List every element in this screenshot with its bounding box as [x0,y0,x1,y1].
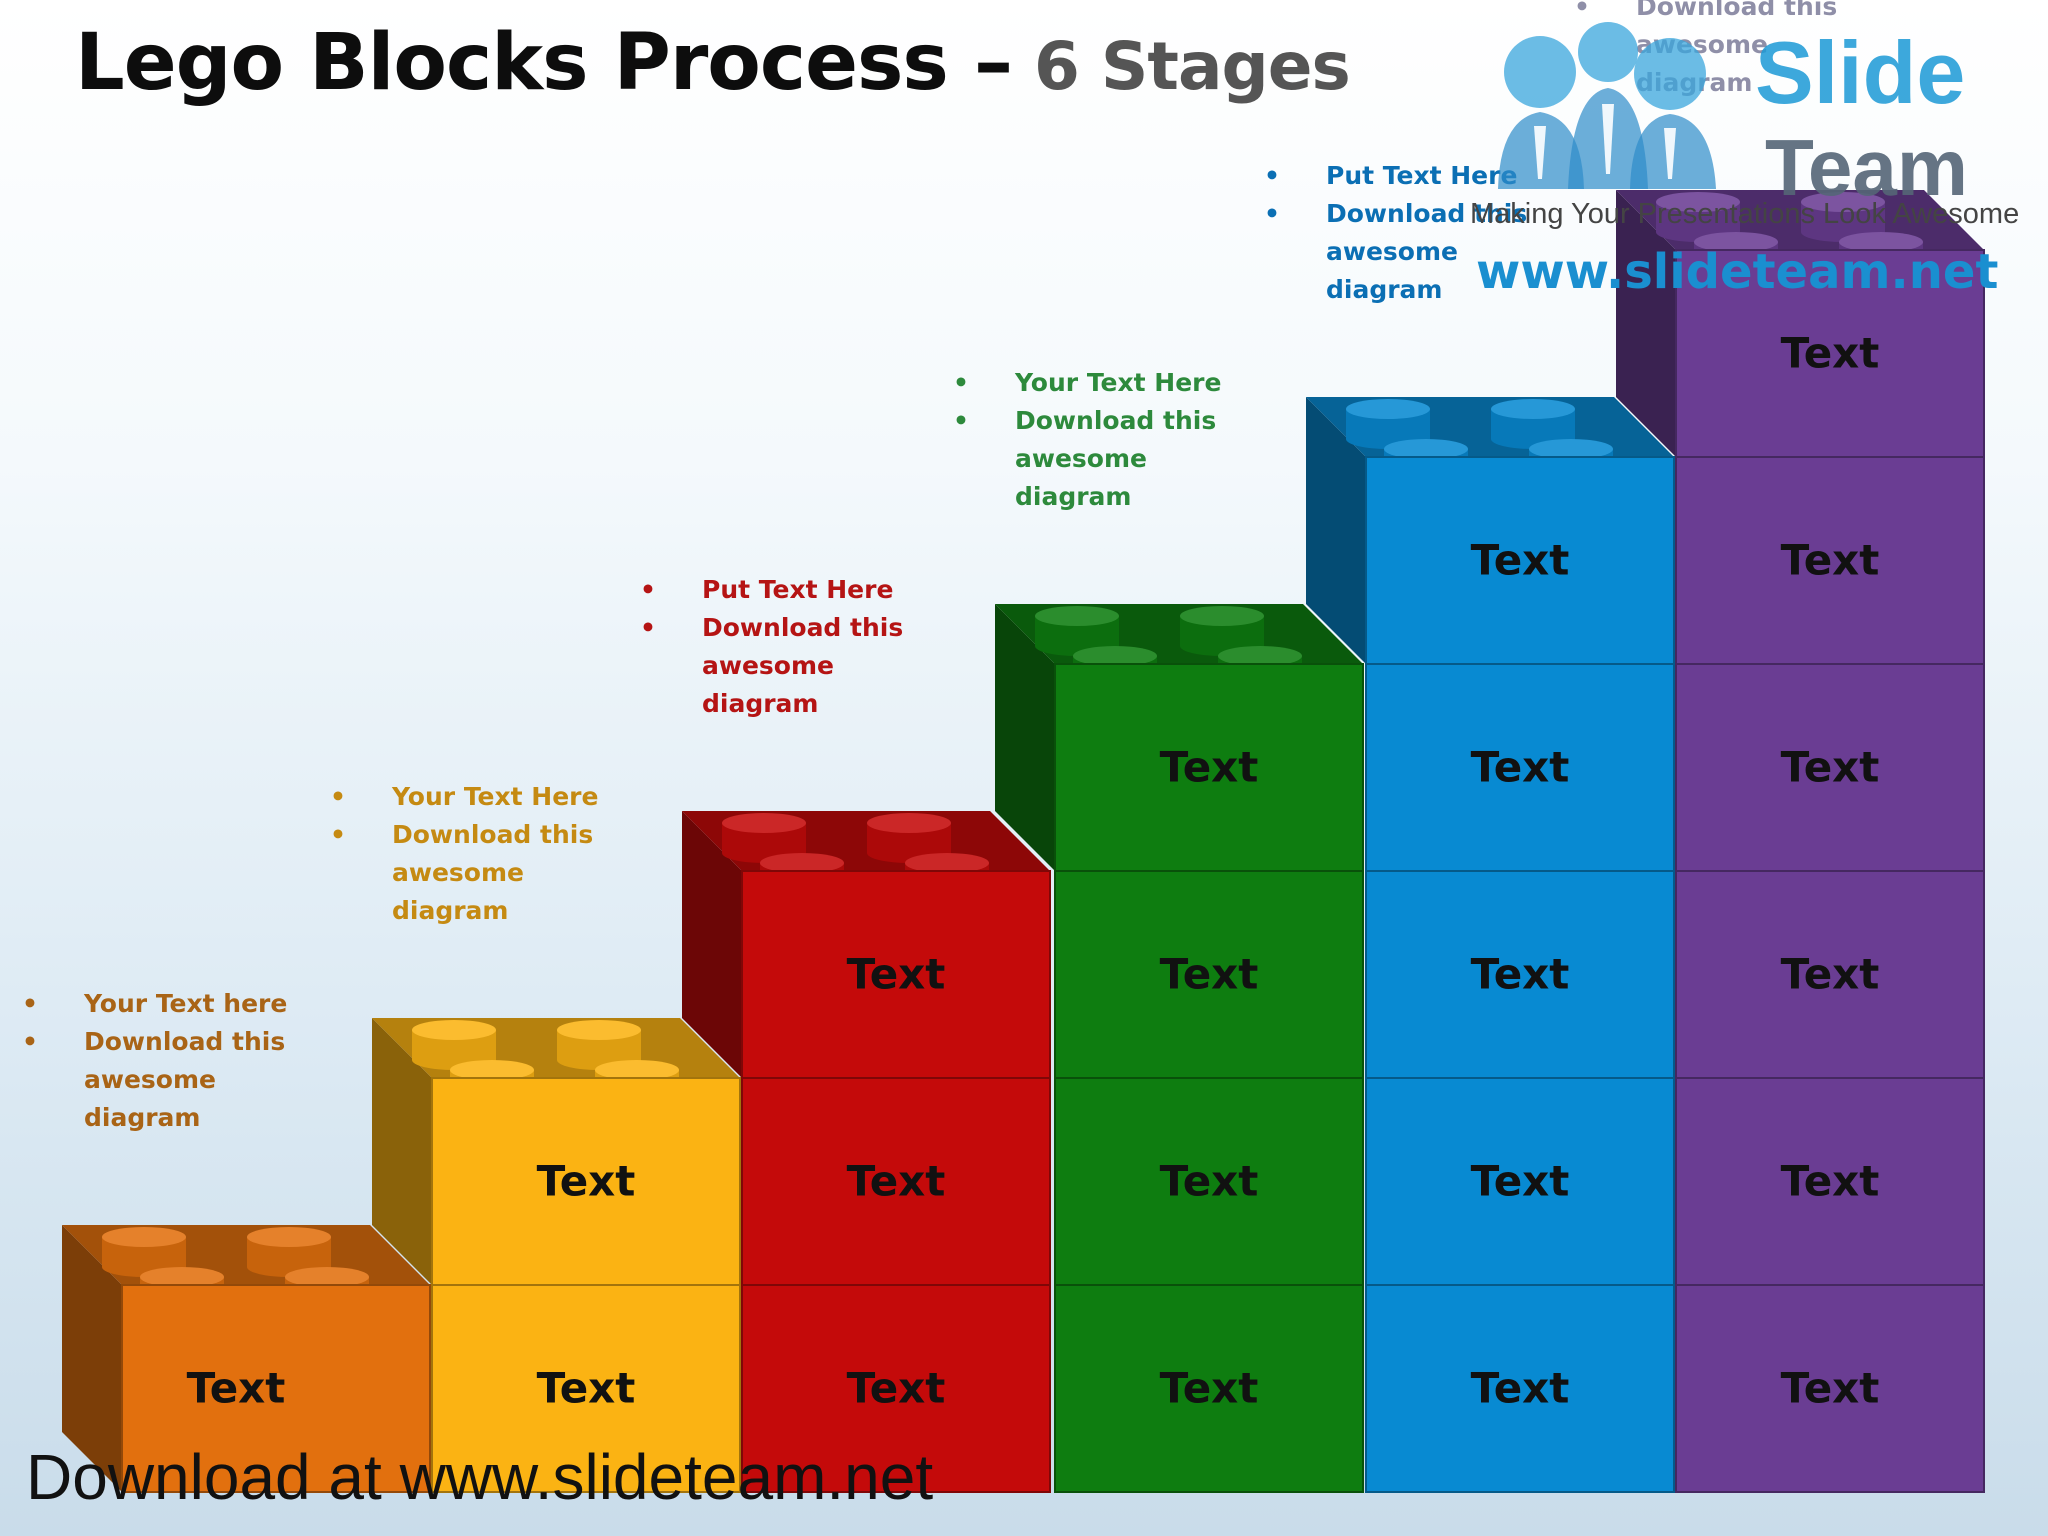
stage-4-block-label: Text [1160,950,1259,999]
stage-6-block-label: Text [1781,536,1880,585]
stage-4-stud [1180,606,1264,656]
stage-5-block [1365,1077,1675,1286]
stage-6-block [1675,870,1985,1079]
stage-1-column: Text [62,1225,431,1493]
stage-3-block-label: Text [847,950,946,999]
stage-6-block [1675,1284,1985,1493]
stage-6-block-label: Text [1781,743,1880,792]
note-item: Download this awesome diagram [640,609,940,723]
stage-2-block-label: Text [537,1364,636,1413]
stage-4-notes: Your Text HereDownload this awesome diag… [953,364,1253,516]
stage-6-side-face [1616,190,1676,457]
slideteam-logo: Slide Team Making Your Presentations Loo… [1470,14,2030,314]
stage-1-stud [247,1227,331,1277]
stage-6-block-label: Text [1781,950,1880,999]
download-footer: Download at www.slideteam.net [26,1441,934,1513]
stage-5-block-label: Text [1471,1157,1570,1206]
stage-1-stud [102,1227,186,1277]
stage-3-block [741,870,1051,1079]
stage-5-block [1365,870,1675,1079]
note-item: Download this awesome diagram [22,1023,322,1137]
stage-4-block-label: Text [1160,1157,1259,1206]
stage-2-side-face [372,1018,432,1285]
stage-5-notes: Put Text HereDownload this awesome diagr… [1264,157,1564,309]
stage-6-block-label: Text [1781,1364,1880,1413]
title-subtitle: 6 Stages [1012,28,1351,105]
slide-title: Lego Blocks Process – 6 Stages [75,18,1351,108]
logo-tagline: Making Your Presentations Look Awesome [1470,198,2020,230]
stage-5-block-label: Text [1471,536,1570,585]
note-item: Put Text Here [1264,157,1564,195]
stage-6-block [1675,663,1985,872]
title-main: Lego Blocks Process – [75,18,1013,108]
stage-6-block-label: Text [1781,1157,1880,1206]
stage-5-stud [1491,399,1575,449]
stage-2-stud [557,1020,641,1070]
stage-4-block [1054,870,1364,1079]
stage-5-block-label: Text [1471,743,1570,792]
note-item: Your Text Here [330,778,630,816]
note-item: Your Text here [22,985,322,1023]
logo-word-team: Team [1765,123,1969,212]
stage-5-stud [1346,399,1430,449]
stage-2-stud [412,1020,496,1070]
stage-1-block [121,1284,431,1493]
note-item: Download this awesome diagram [1264,195,1564,309]
stage-6-stud [1801,192,1885,242]
stage-4-block [1054,663,1364,872]
stage-3-block-label: Text [847,1364,946,1413]
stage-1-notes: Your Text hereDownload this awesome diag… [22,985,322,1137]
note-item: Download this awesome diagram [330,816,630,930]
logo-word-slide: Slide [1755,23,1966,122]
stage-3-side-face [682,811,742,1078]
stage-6-block [1675,456,1985,665]
stage-3-block [741,1077,1051,1286]
stage-4-block [1054,1077,1364,1286]
stage-4-block [1054,1284,1364,1493]
note-item: Put Text Here [640,571,940,609]
stage-3-notes: Put Text HereDownload this awesome diagr… [640,571,940,723]
stage-4-block-label: Text [1160,743,1259,792]
stage-3-block [741,1284,1051,1493]
stage-4-stud [1035,606,1119,656]
logo-url: www.slideteam.net [1476,244,1999,300]
stage-6-stud [1656,192,1740,242]
stage-6-block-label: Text [1781,329,1880,378]
stage-5-block-label: Text [1471,1364,1570,1413]
stage-5-block [1365,1284,1675,1493]
people-logo-icon [1498,22,1716,189]
stage-2-notes: Your Text HereDownload this awesome diag… [330,778,630,930]
note-item: Download this awesome diagram [953,402,1253,516]
stage-5-block [1365,663,1675,872]
stage-1-block-label: Text [187,1364,286,1413]
note-item: Your Text Here [953,364,1253,402]
stage-5-block-label: Text [1471,950,1570,999]
stage-4-block-label: Text [1160,1364,1259,1413]
stage-3-stud [867,813,951,863]
stage-2-block [431,1077,741,1286]
stage-5-side-face [1306,397,1366,664]
stage-5-block [1365,456,1675,665]
stage-3-stud [722,813,806,863]
stage-1-side-face [62,1225,122,1492]
stage-6-block [1675,249,1985,458]
stage-3-block-label: Text [847,1157,946,1206]
stage-4-side-face [995,604,1055,871]
stage-2-block-label: Text [537,1157,636,1206]
